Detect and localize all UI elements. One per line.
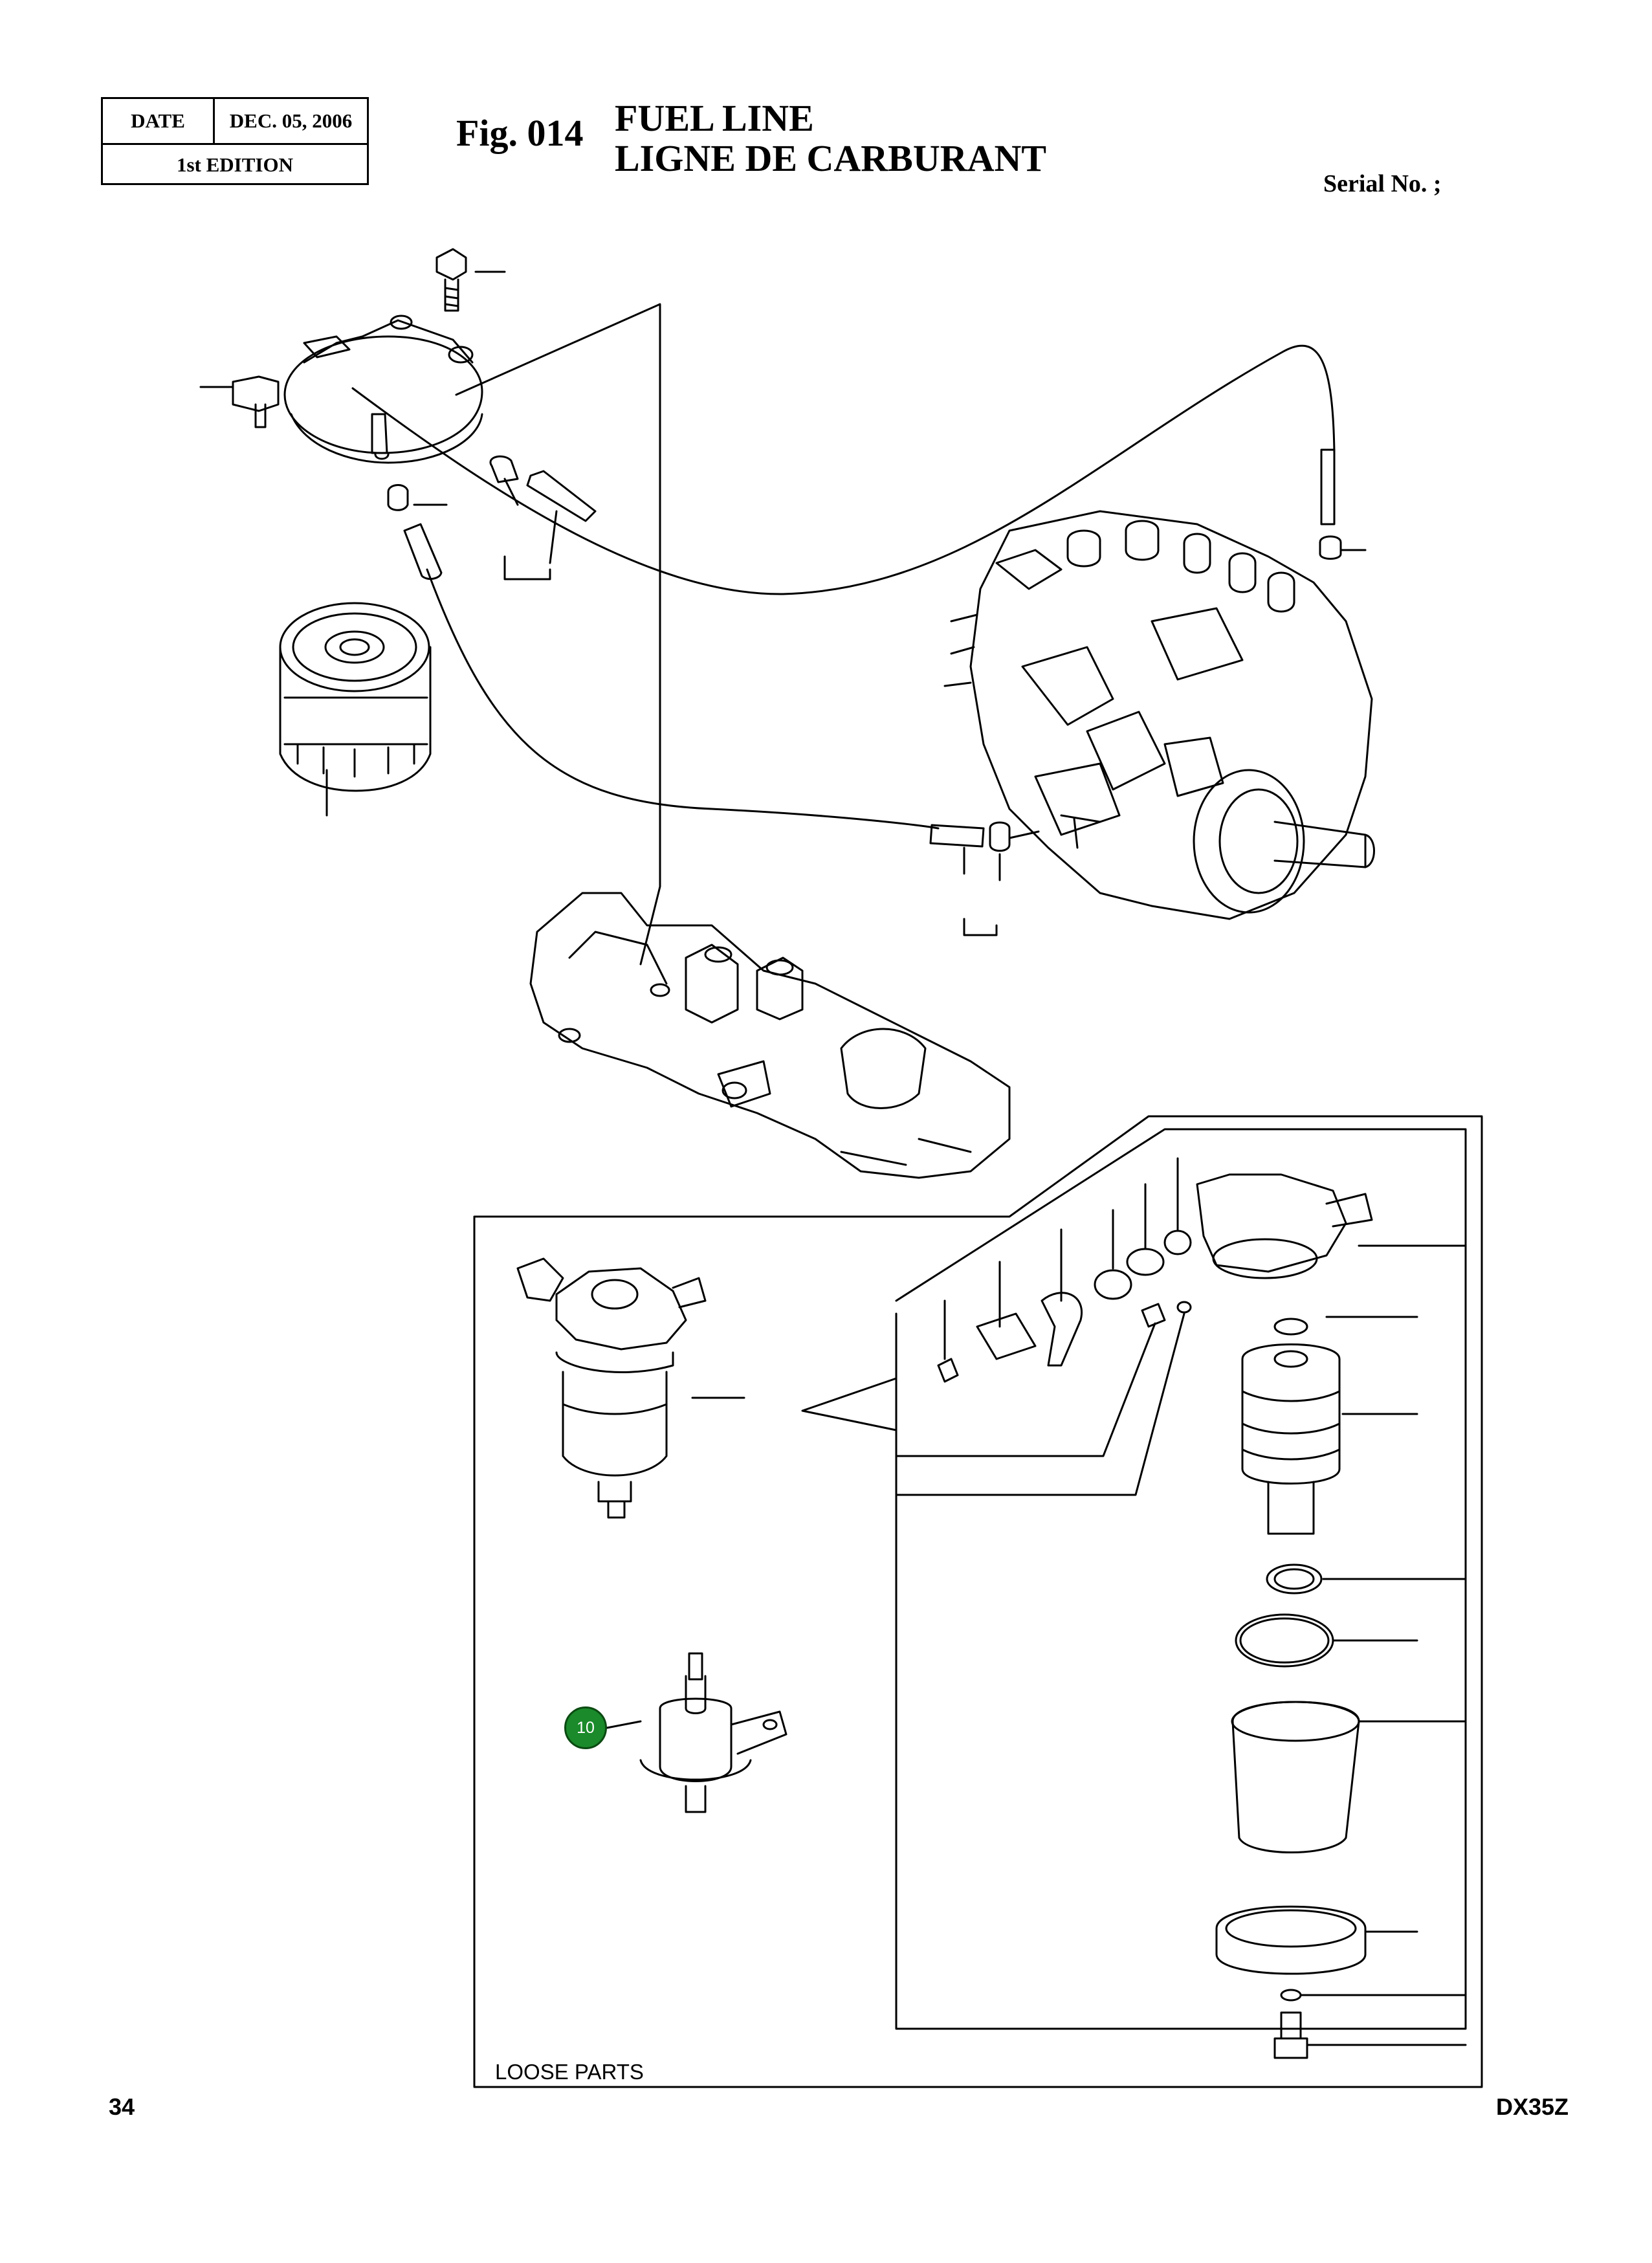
edition-label: 1st EDITION bbox=[176, 153, 293, 176]
injection-pump-drawing bbox=[943, 510, 1375, 920]
fuel-line-upper bbox=[351, 344, 1336, 595]
filter-head-drawing bbox=[232, 315, 483, 464]
date-value: DEC. 05, 2006 bbox=[229, 109, 353, 132]
hose-clamp-drawings bbox=[387, 448, 1367, 936]
pointer-arrow bbox=[801, 1377, 898, 1431]
date-edition-table: DATE DEC. 05, 2006 1st EDITION bbox=[101, 97, 369, 185]
leader-hose-a bbox=[503, 478, 558, 580]
leader-frame-upper bbox=[455, 303, 661, 966]
figure-title-fr: LIGNE DE CARBURANT bbox=[615, 137, 1047, 179]
page-number: 34 bbox=[109, 2093, 135, 2120]
serial-number-label: Serial No. ; bbox=[1323, 170, 1442, 197]
water-separator-assembled-drawing bbox=[516, 1257, 707, 1519]
loose-parts-label: LOOSE PARTS bbox=[495, 2060, 644, 2084]
exploded-leader-lines bbox=[895, 1157, 1467, 2046]
fuel-line-lower bbox=[426, 568, 940, 830]
date-label: DATE bbox=[103, 99, 215, 143]
figure-title: FUEL LINE LIGNE DE CARBURANT bbox=[615, 98, 1046, 179]
figure-title-en: FUEL LINE bbox=[615, 97, 814, 139]
date-row bbox=[103, 99, 367, 145]
model-code: DX35Z bbox=[1496, 2093, 1569, 2120]
bolt-drawing bbox=[435, 248, 467, 312]
exploded-separator-parts-drawing bbox=[937, 1173, 1373, 2059]
part-callout-10[interactable]: 10 bbox=[564, 1706, 607, 1749]
spin-on-filter-drawing bbox=[279, 602, 432, 792]
figure-number: Fig. 014 bbox=[456, 112, 584, 154]
loose-parts-frame bbox=[473, 1115, 1483, 2088]
electric-fuel-pump-drawing bbox=[606, 1652, 787, 1813]
bracket-casting-drawing bbox=[529, 892, 1011, 1179]
